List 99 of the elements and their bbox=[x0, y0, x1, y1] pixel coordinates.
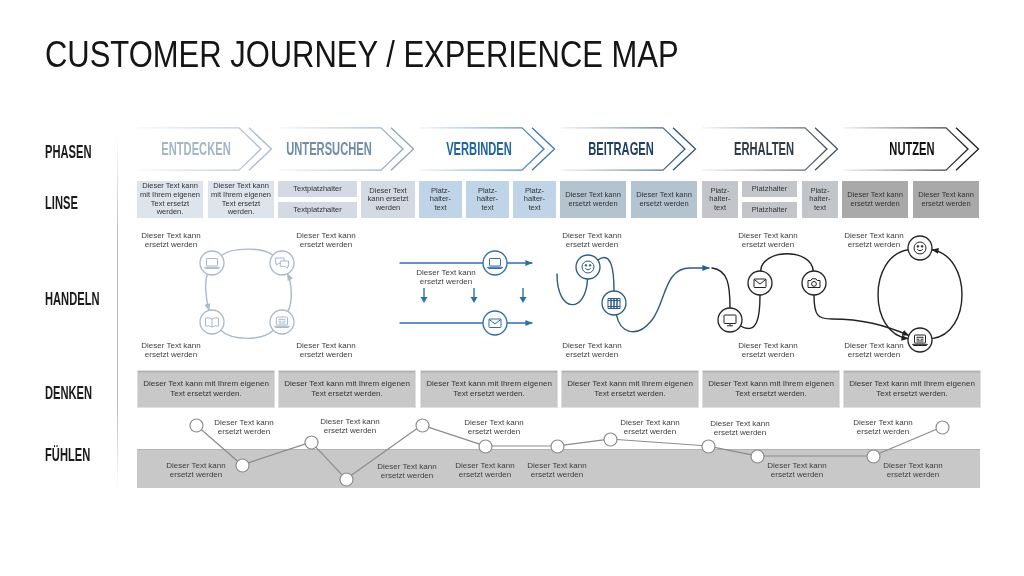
thought-card: Dieser Text kann mit Ihrem eigenen Text ersetzt werden. bbox=[561, 370, 699, 408]
note-text: Dieser Text kann ersetzt werden bbox=[737, 230, 799, 250]
laptop-icon bbox=[907, 327, 933, 353]
connector-line bbox=[220, 329, 274, 340]
smiley-icon bbox=[907, 235, 933, 261]
phase-title: BEITRAGEN bbox=[588, 139, 654, 159]
envelope-icon bbox=[747, 270, 773, 296]
emotion-point bbox=[549, 438, 565, 454]
note-text: Dieser Text kann ersetzt werden bbox=[213, 417, 275, 437]
arrow bbox=[506, 260, 533, 266]
row-heading: HANDELN bbox=[45, 289, 100, 309]
note-text: Dieser Text kann ersetzt werden bbox=[454, 460, 516, 480]
open-book-icon bbox=[199, 309, 225, 335]
phase-title: ENTDECKEN bbox=[161, 139, 231, 159]
emotion-point bbox=[188, 417, 204, 433]
note-text: Dieser Text kann ersetzt werden bbox=[295, 230, 357, 250]
note-text: Dieser Text kann ersetzt werden bbox=[376, 461, 438, 481]
note-text: Dieser Text kann ersetzt werden bbox=[843, 340, 905, 360]
note-text: Dieser Text kann ersetzt werden bbox=[619, 417, 681, 437]
note-text: Dieser Text kann ersetzt werden bbox=[766, 460, 828, 480]
monitor-icon bbox=[717, 307, 743, 333]
connector-line bbox=[878, 428, 937, 455]
note-text: Dieser Text kann ersetzt werden bbox=[295, 340, 357, 360]
note-text: Dieser Text kann ersetzt werden bbox=[843, 230, 905, 250]
arrow bbox=[813, 294, 910, 337]
connector-line bbox=[713, 446, 752, 456]
row-heading: LINSE bbox=[45, 193, 78, 213]
connector-line bbox=[556, 273, 589, 306]
chat-icon bbox=[269, 250, 295, 276]
connector-line bbox=[427, 426, 480, 445]
emotion-point bbox=[303, 434, 319, 450]
laptop-icon bbox=[199, 250, 225, 276]
phase-chevron bbox=[843, 127, 969, 171]
thought-card: Dieser Text kann mit Ihrem eigenen Text ersetzt werden. bbox=[137, 370, 275, 408]
connector-line bbox=[220, 248, 274, 257]
note-text: Dieser Text kann ersetzt werden bbox=[415, 267, 477, 287]
phase-chevron bbox=[702, 127, 828, 171]
connector-line bbox=[314, 446, 343, 475]
phase-chevron bbox=[278, 127, 404, 171]
connector-line bbox=[399, 262, 484, 264]
phase-chevron bbox=[560, 127, 686, 171]
row-heading: FÜHLEN bbox=[45, 445, 91, 465]
emotion-point bbox=[414, 417, 430, 433]
note-text: Dieser Text kann ersetzt werden bbox=[561, 340, 623, 360]
emotion-point bbox=[602, 431, 618, 447]
thought-card: Dieser Text kann mit Ihrem eigenen Text ersetzt werden. bbox=[702, 370, 840, 408]
connector-line bbox=[597, 256, 615, 292]
emotion-point bbox=[865, 448, 881, 464]
connector-line bbox=[615, 438, 703, 447]
emotion-point bbox=[477, 438, 493, 454]
connector-line bbox=[711, 267, 731, 309]
thought-card: Dieser Text kann mit Ihrem eigenen Text ersetzt werden. bbox=[420, 370, 558, 408]
arrow bbox=[286, 273, 293, 313]
note-text: Dieser Text kann ersetzt werden bbox=[319, 416, 381, 436]
page-title: CUSTOMER JOURNEY / EXPERIENCE MAP bbox=[45, 35, 679, 75]
books-icon bbox=[601, 290, 627, 316]
envelope-icon bbox=[482, 310, 508, 336]
note-text: Dieser Text kann ersetzt werden bbox=[140, 230, 202, 250]
row-heading: DENKEN bbox=[45, 383, 93, 403]
camera-icon bbox=[801, 270, 827, 296]
phase-title: NUTZEN bbox=[889, 139, 935, 159]
emotion-point bbox=[749, 448, 765, 464]
emotion-point bbox=[934, 419, 950, 435]
phase-chevron bbox=[137, 127, 262, 171]
connector-line bbox=[247, 443, 306, 464]
connector-line bbox=[760, 253, 814, 272]
phase-title: UNTERSUCHEN bbox=[286, 139, 372, 159]
laptop-icon bbox=[269, 309, 295, 335]
phase-title: ERHALTEN bbox=[734, 139, 794, 159]
smiley-icon bbox=[575, 254, 601, 280]
emotion-point bbox=[700, 438, 716, 454]
note-text: Dieser Text kann ersetzt werden bbox=[463, 417, 525, 437]
note-text: Dieser Text kann ersetzt werden bbox=[165, 460, 227, 480]
row-heading: PHASEN bbox=[45, 142, 92, 162]
laptop-icon bbox=[482, 250, 508, 276]
note-text: Dieser Text kann ersetzt werden bbox=[852, 417, 914, 437]
connector-line bbox=[350, 428, 418, 476]
emotion-point bbox=[338, 471, 354, 487]
note-text: Dieser Text kann ersetzt werden bbox=[561, 230, 623, 250]
arrow bbox=[615, 265, 710, 333]
note-text: Dieser Text kann ersetzt werden bbox=[140, 340, 202, 360]
connector-line bbox=[490, 445, 552, 447]
arrow bbox=[877, 249, 909, 340]
note-text: Dieser Text kann ersetzt werden bbox=[737, 340, 799, 360]
emotion-point bbox=[234, 457, 250, 473]
note-text: Dieser Text kann ersetzt werden bbox=[709, 418, 771, 438]
arrow bbox=[506, 320, 533, 326]
note-text: Dieser Text kann ersetzt werden bbox=[882, 460, 944, 480]
arrow bbox=[204, 273, 211, 312]
connector-line bbox=[562, 439, 605, 446]
note-text: Dieser Text kann ersetzt werden bbox=[526, 460, 588, 480]
phase-title: VERBINDEN bbox=[446, 139, 512, 159]
arrow bbox=[931, 249, 963, 340]
connector-line bbox=[739, 294, 761, 330]
thought-card: Dieser Text kann mit Ihrem eigenen Text ersetzt werden. bbox=[278, 370, 416, 408]
connector-line bbox=[399, 322, 484, 324]
connector-line bbox=[200, 428, 238, 462]
phase-chevron bbox=[419, 127, 545, 171]
thought-card: Dieser Text kann mit Ihrem eigenen Text ersetzt werden. bbox=[843, 370, 981, 408]
